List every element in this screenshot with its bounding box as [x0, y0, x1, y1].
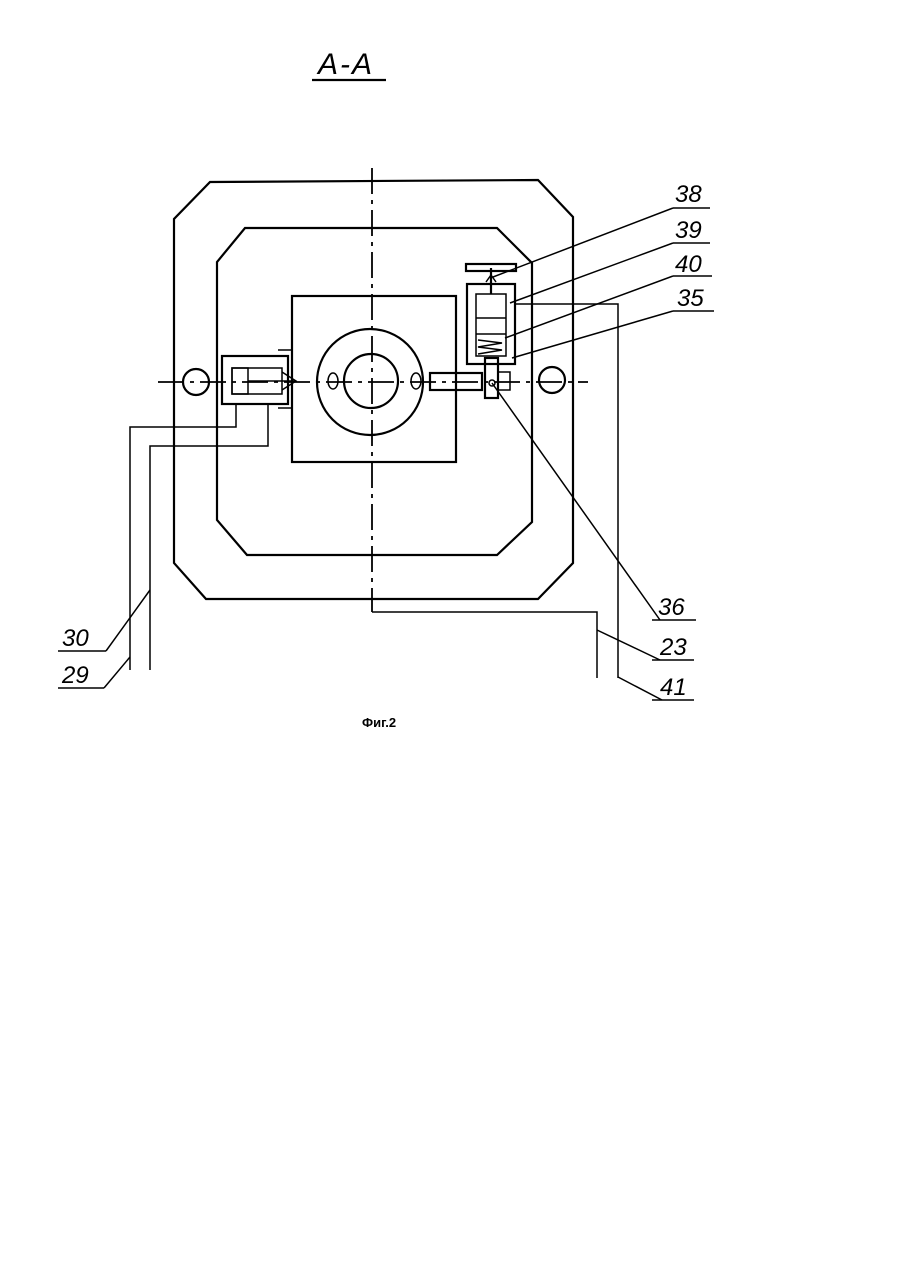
shaft-core-section	[344, 354, 398, 408]
bolt-right-section	[539, 367, 565, 393]
hydraulic-line-29	[130, 404, 236, 670]
valve-handwheel	[466, 264, 516, 271]
shaft-pin-right	[411, 373, 421, 389]
pusher-stop	[498, 372, 510, 390]
leader-23	[597, 630, 660, 660]
leader-38	[493, 208, 673, 277]
leader-36	[492, 383, 660, 620]
pipe-23	[372, 612, 597, 678]
pipe-41	[514, 304, 618, 678]
callout-41: 41	[660, 674, 687, 701]
leader-35	[512, 311, 673, 358]
shaft-pin-left	[328, 373, 338, 389]
callout-30: 30	[62, 625, 89, 652]
leader-41	[618, 677, 662, 700]
callout-39: 39	[675, 217, 702, 244]
callout-23: 23	[659, 634, 687, 661]
valve-spring	[478, 340, 502, 354]
section-title: A-A	[316, 48, 374, 81]
hydraulic-line-30	[150, 404, 268, 670]
callout-40: 40	[675, 251, 702, 278]
leader-40	[505, 276, 673, 338]
callout-29: 29	[61, 662, 89, 689]
leader-29	[104, 657, 130, 688]
leader-39	[510, 243, 673, 303]
leader-30	[106, 590, 150, 651]
left-cylinder-piston	[232, 368, 248, 394]
callout-38: 38	[675, 181, 702, 208]
figure-caption: Фиг.2	[362, 715, 396, 730]
callout-35: 35	[677, 285, 704, 312]
callout-36: 36	[658, 594, 685, 621]
